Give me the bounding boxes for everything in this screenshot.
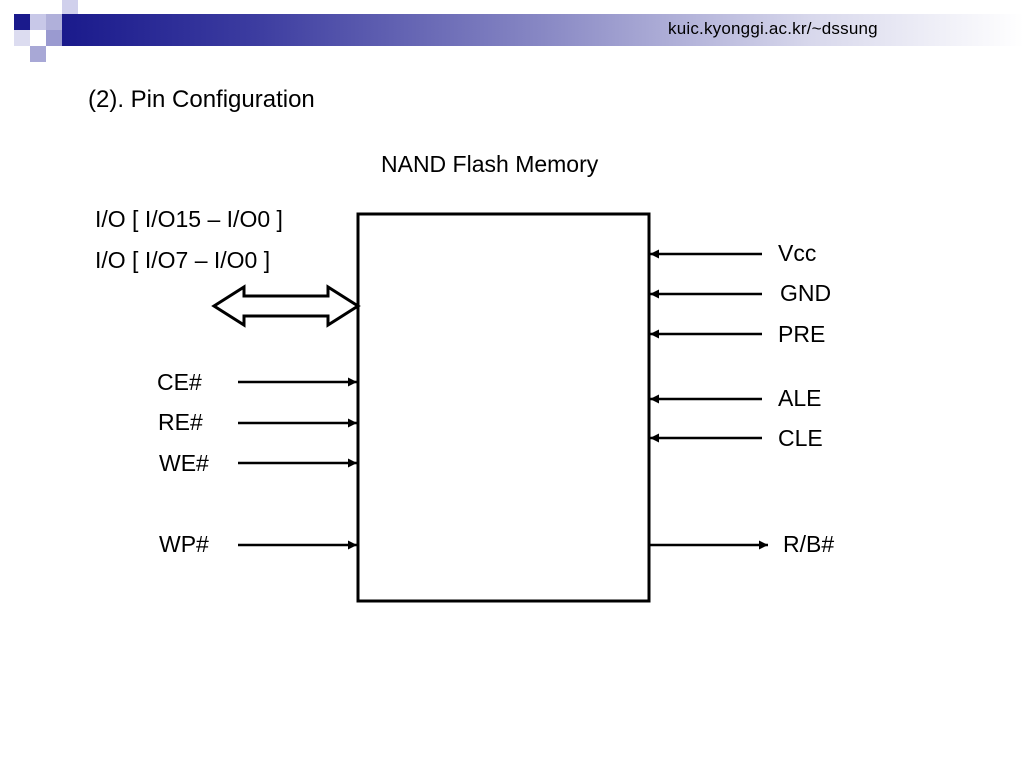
header-square-mid [46,14,62,30]
diagram-title: NAND Flash Memory [381,151,599,177]
pin-label-ce: CE# [157,369,202,395]
header-square-mid-2 [46,30,62,46]
page-title: (2). Pin Configuration [88,86,315,113]
nand-chip-box [356,212,651,603]
header-square-dark [14,14,30,30]
pin-label-vcc: Vcc [778,240,817,266]
io-label-16bit: I/O [ I/O15 – I/O0 ] [95,206,283,232]
pin-label-wp: WP# [159,531,209,557]
pin-label-pre: PRE [778,321,826,347]
pin-label-gnd: GND [780,280,832,306]
header-gradient-bar [62,14,1024,46]
io-label-8bit: I/O [ I/O7 – I/O0 ] [95,247,271,273]
header-square-mid-3 [30,46,46,62]
pin-label-rb: R/B# [783,531,835,557]
header-square-light-3 [62,0,78,14]
pin-label-ale: ALE [778,385,822,411]
header-url: kuic.kyonggi.ac.kr/~dssung [668,19,878,38]
pin-label-cle: CLE [778,425,823,451]
io-bidirectional-arrow [211,284,361,328]
pin-label-we: WE# [159,450,209,476]
header-square-light [30,14,46,30]
header-square-light-2 [14,30,30,46]
pin-label-re: RE# [158,409,203,435]
